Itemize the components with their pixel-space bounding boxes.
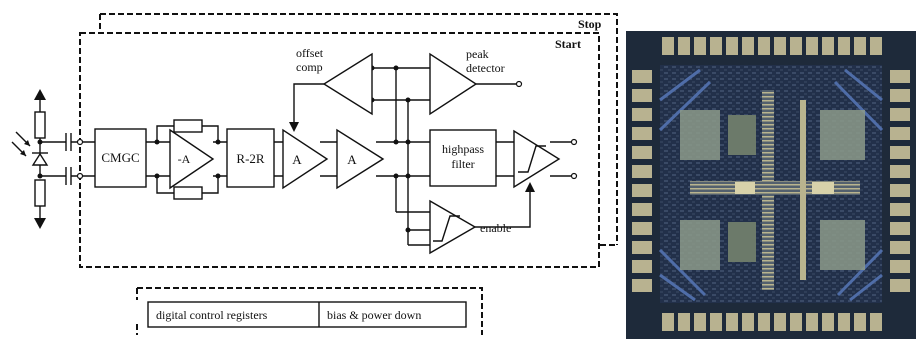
highpass-label: highpass (442, 142, 484, 156)
output-comparator-triangle (513, 129, 561, 189)
die-pad (632, 260, 652, 273)
die-pad (890, 165, 910, 178)
die-pad (632, 203, 652, 216)
filter-label: filter (451, 157, 474, 171)
die-pad (678, 313, 690, 331)
signal-buses (369, 65, 430, 245)
die-pad (758, 313, 770, 331)
amp-a1-triangle (282, 128, 329, 190)
amp-a1-label: A (292, 152, 302, 167)
die-pad (662, 37, 674, 55)
die-pad (890, 222, 910, 235)
die-pad (632, 279, 652, 292)
die-pad (694, 37, 706, 55)
die-pad (632, 165, 652, 178)
start-frame (79, 32, 600, 268)
cmgc-label: CMGC (101, 150, 139, 165)
die-pad (806, 313, 818, 331)
die-pad (822, 313, 834, 331)
chip-die-photo (626, 31, 916, 339)
die-pad (632, 108, 652, 121)
cmgc-block (94, 128, 147, 188)
enable-hysteresis-symbol (433, 215, 460, 242)
bias-power-label: bias & power down (327, 308, 421, 322)
die-pad (632, 89, 652, 102)
die-pad (870, 37, 882, 55)
die-pad (632, 70, 652, 83)
die-pad (632, 127, 652, 140)
die-pad (838, 37, 850, 55)
die-pad (790, 313, 802, 331)
die-pad (742, 313, 754, 331)
die-pad (822, 37, 834, 55)
die-pad (838, 313, 850, 331)
die-pad (890, 89, 910, 102)
die-pad (632, 184, 652, 197)
die-pad (890, 108, 910, 121)
start-label: Start (555, 37, 581, 51)
output-pos-terminal (570, 138, 578, 146)
highpass-filter-block (429, 129, 497, 187)
neg-amp-label: -A (178, 152, 191, 166)
amp-a2-label: A (347, 152, 357, 167)
die-pad (854, 37, 866, 55)
die-pad (726, 313, 738, 331)
die-pad (678, 37, 690, 55)
die-pad (890, 184, 910, 197)
stop-frame (99, 13, 618, 246)
die-pad (710, 313, 722, 331)
offset-label: offset (296, 46, 324, 60)
peak-detector-triangle (429, 52, 478, 116)
die-pad (890, 70, 910, 83)
die-pad (890, 203, 910, 216)
hysteresis-symbol (518, 145, 546, 173)
neg-amp-triangle (169, 128, 215, 190)
die-pad (710, 37, 722, 55)
die-pad (726, 37, 738, 55)
control-frame (136, 287, 483, 335)
die-pad (890, 127, 910, 140)
die-pad (890, 241, 910, 254)
die-pad (662, 313, 674, 331)
output-neg-terminal (570, 172, 578, 180)
neg-amp-feedback (156, 119, 219, 200)
detector-label: detector (466, 61, 505, 75)
die-pad (742, 37, 754, 55)
die-pad (632, 241, 652, 254)
die-pad (758, 37, 770, 55)
photodiode-input-network (11, 89, 95, 229)
offset-comp-triangle (322, 52, 373, 116)
enable-label: enable (480, 221, 511, 235)
r2r-block (226, 128, 275, 188)
comp-label: comp (296, 60, 323, 74)
peak-label: peak (466, 47, 489, 61)
stop-label: Stop (578, 17, 602, 31)
amp-a2-triangle (336, 128, 385, 190)
die-pad (870, 313, 882, 331)
enable-comparator-triangle (429, 199, 477, 255)
die-pad (632, 146, 652, 159)
die-pad (774, 37, 786, 55)
digital-control-label: digital control registers (156, 308, 268, 322)
r2r-label: R-2R (236, 151, 265, 166)
die-pad (890, 146, 910, 159)
die-pad (632, 222, 652, 235)
die-pad (694, 313, 706, 331)
die-pad (890, 260, 910, 273)
control-table (147, 301, 467, 328)
die-pad (790, 37, 802, 55)
die-pad (854, 313, 866, 331)
die-pad (890, 279, 910, 292)
die-pad (774, 313, 786, 331)
die-pad (806, 37, 818, 55)
